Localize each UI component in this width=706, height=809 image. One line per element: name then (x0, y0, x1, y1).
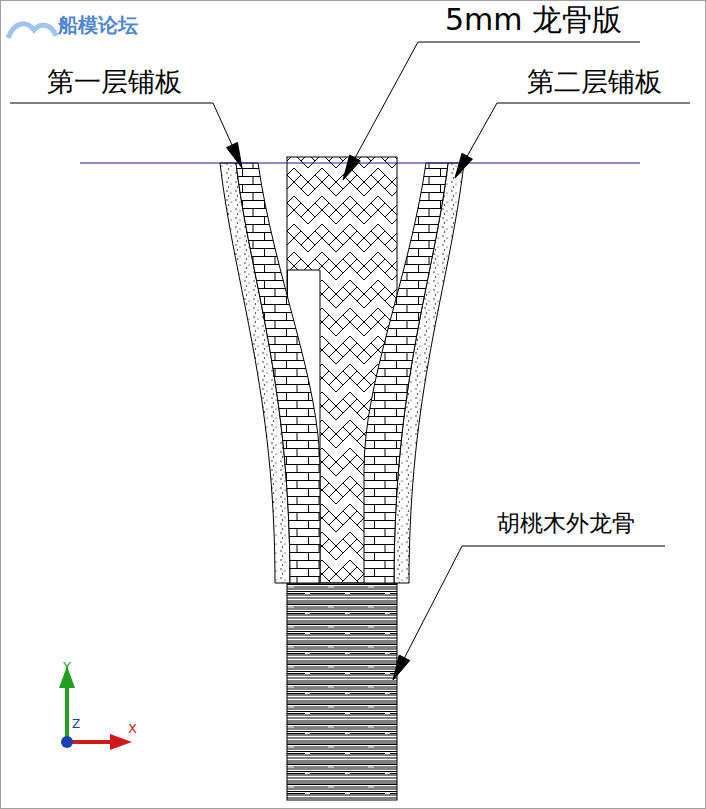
part-label: 第一层铺板 (47, 66, 182, 97)
watermark-logo (8, 24, 56, 38)
part-label: 5mm 龙骨版 (445, 3, 622, 38)
plank-layer-inner-right (364, 163, 448, 583)
part-label: 胡桃木外龙骨 (497, 510, 635, 536)
axis-label: X (128, 722, 137, 737)
deck-line (80, 163, 640, 164)
axis-icon (59, 666, 132, 750)
part-label: 第二层铺板 (527, 66, 662, 97)
watermark: 船模论坛 (58, 14, 138, 37)
axis-label: Z (72, 718, 80, 732)
outer-keel (287, 583, 397, 800)
axis-label: Y (63, 660, 71, 675)
plank-layer-inner-left (236, 163, 320, 583)
leader-lines (10, 42, 690, 680)
